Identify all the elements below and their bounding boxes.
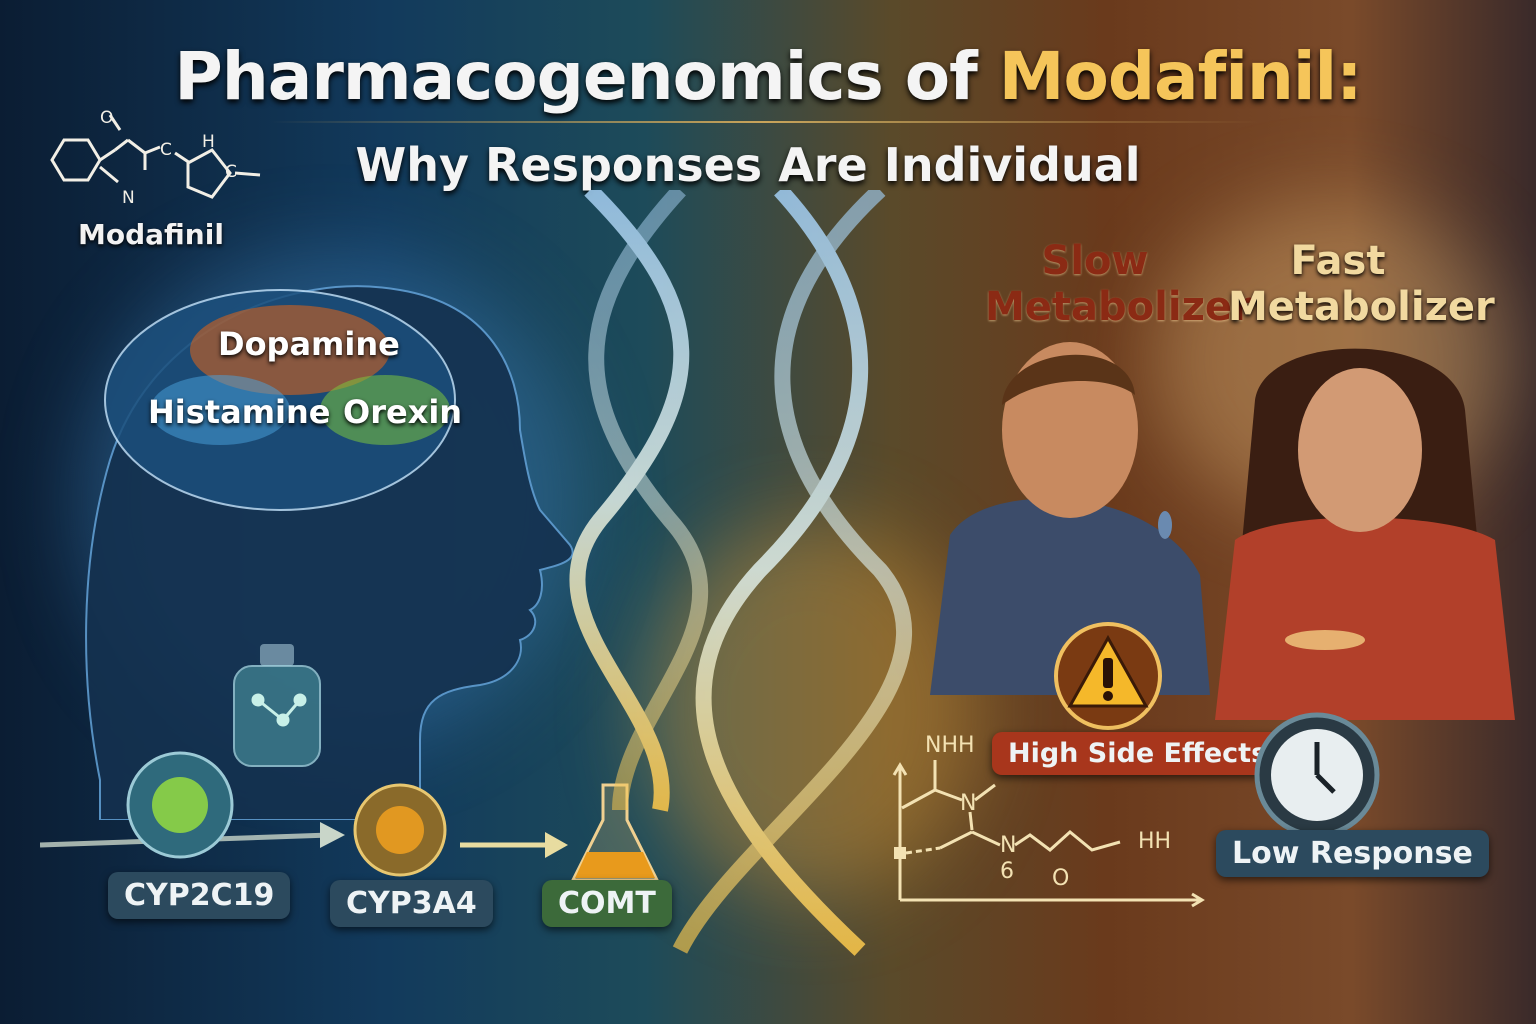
- atom-o: O: [100, 108, 113, 128]
- enzyme-pathway: [40, 751, 568, 877]
- atom-n2: N: [1000, 833, 1016, 858]
- modafinil-structure-icon: O N C H C: [50, 108, 261, 208]
- dna-helix-icon: [569, 190, 913, 956]
- slow-metabolizer-title: Slow Metabolizer: [985, 238, 1252, 330]
- fast-metabolizer-title: Fast Metabolizer: [1228, 238, 1495, 330]
- molecule-name: Modafinil: [78, 218, 224, 251]
- fast-label-line1: Fast: [1290, 238, 1386, 284]
- atom-o: O: [1052, 866, 1069, 891]
- atom-c: C: [160, 140, 172, 160]
- woman-figure: [1215, 348, 1515, 720]
- atom-c2: C: [225, 162, 237, 182]
- slow-label-line1: Slow: [1041, 238, 1149, 284]
- head-silhouette-icon: [85, 285, 574, 820]
- gene-label-cyp2c19: CYP2C19: [108, 872, 291, 919]
- atom-nhh: NHH: [925, 733, 975, 758]
- page-title: Pharmacogenomics of Modafinil:: [0, 38, 1536, 115]
- title-divider: [270, 121, 1260, 123]
- chemical-graph: NHH N N 6 O HH: [892, 733, 1205, 908]
- clock-icon: [1254, 712, 1380, 838]
- brain-label-histamine: Histamine: [148, 393, 331, 431]
- atom-6: 6: [1000, 859, 1014, 884]
- fast-label-line2: Metabolizer: [1228, 284, 1495, 330]
- title-text: Pharmacogenomics of: [174, 38, 999, 115]
- slow-label-line2: Metabolizer: [985, 284, 1252, 330]
- medicine-bottle-icon: [233, 644, 321, 767]
- title-highlight: Modafinil:: [998, 38, 1363, 115]
- atom-n: N: [122, 188, 135, 208]
- atom-hh: HH: [1138, 829, 1171, 854]
- warning-icon: [1054, 622, 1162, 730]
- brain-label-orexin: Orexin: [343, 393, 463, 431]
- atom-n1: N: [960, 791, 976, 816]
- low-response-badge: Low Response: [1216, 830, 1489, 877]
- gene-label-cyp3a4: CYP3A4: [330, 880, 493, 927]
- high-side-effects-badge: High Side Effects: [992, 732, 1284, 775]
- gene-label-comt: COMT: [542, 880, 672, 927]
- atom-h: H: [202, 132, 215, 152]
- subtitle: Why Responses Are Individual: [355, 138, 1141, 192]
- brain-label-dopamine: Dopamine: [218, 325, 400, 363]
